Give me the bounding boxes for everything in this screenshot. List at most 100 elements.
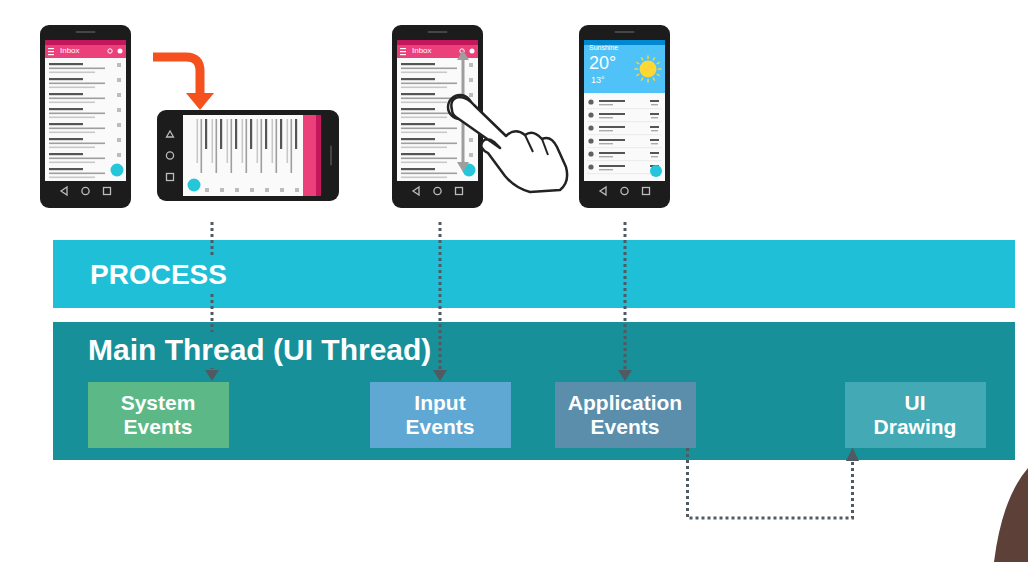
forecast-line [599,156,613,157]
sun-ray [653,57,655,60]
app-bar [45,45,126,58]
list-icon [469,63,473,67]
list-line [401,173,457,175]
list-line [49,123,83,125]
list-line [49,102,95,104]
list-icon [205,188,209,192]
sun-ray [647,79,648,83]
list-line [49,93,83,95]
list-line [401,72,447,74]
touch-ring [448,95,472,119]
list-line [250,119,252,149]
list-icon [117,123,121,127]
divider [587,147,662,149]
process-band: PROCESS [53,240,1015,308]
list-line [401,128,457,130]
phone-speaker [615,31,635,33]
forecast-line [599,143,613,144]
list-icon [469,123,473,127]
list-line [205,119,207,149]
menu-icon [400,48,406,49]
list-line [49,177,95,179]
nav-home [434,187,441,194]
forecast-icon [588,151,593,156]
list-line [49,63,83,65]
app-name: Sunshine [589,44,618,52]
phone-screen [584,40,665,181]
list-line [401,108,435,110]
forecast-temp [650,139,659,141]
sun-ray [641,57,643,60]
list-line [49,147,95,149]
list-line [235,119,237,149]
status-bar [45,40,126,45]
list-line [49,173,105,175]
list-line [49,168,83,170]
nav-back [413,187,419,195]
list-line [401,102,447,104]
band-title: Main Thread (UI Thread) [84,332,435,368]
forecast-temp [651,169,658,170]
list-line [401,98,457,100]
list-line [49,83,105,85]
list-icon [117,108,121,112]
forecast-temp [650,126,659,128]
fab-button [650,165,662,177]
list-line [257,119,259,163]
presenter-shoulder [994,468,1028,562]
sun-ray [635,68,639,69]
phone-speaker [330,146,332,166]
list-icon [117,138,121,142]
menu-icon [400,54,406,55]
box-label: Application Events [568,391,682,439]
phone [579,25,670,208]
nav-home [621,187,628,194]
diagram-stage: PROCESS Main Thread (UI Thread) System Eve… [0,0,1028,460]
divider [587,134,662,136]
status-bar [316,115,321,196]
search-icon [460,49,464,53]
list-line [401,93,435,95]
list-line [401,113,457,115]
list-line [401,123,435,125]
list-icon [265,188,269,192]
forecast-temp [651,130,658,131]
list-line [49,128,105,130]
phone-speaker [76,31,96,33]
forecast-line [599,100,625,102]
list-icon [117,153,121,157]
app-bar-title: Inbox [60,47,80,56]
nav-home [82,187,89,194]
forecast-line [599,139,625,141]
weather-header [584,45,665,93]
status-bar [397,40,478,45]
list-line [401,63,435,65]
nav-recent [456,188,463,195]
forecast-icon [588,112,593,117]
hand-outline [451,97,567,192]
list-line [49,153,83,155]
list-line [49,68,105,70]
list-line [216,119,218,173]
nav-recent [167,174,174,181]
menu-icon [48,51,54,52]
forecast-line [599,130,613,131]
list-line [49,158,105,160]
forecast-temp [651,104,658,105]
list-line [295,119,297,149]
list-line [401,117,447,119]
forecast-icon [588,138,593,143]
box-label: System Events [121,391,196,439]
list-icon [117,78,121,82]
event-box: System Events [88,382,229,448]
divider [587,121,662,123]
box-label: UI Drawing [874,391,957,439]
list-line [261,119,263,173]
drawing-box: UI Drawing [845,382,986,448]
list-line [272,119,274,163]
avatar-icon [118,49,123,54]
sun-ray [636,62,639,64]
list-line [401,87,447,89]
forecast-temp [650,165,659,167]
forecast-line [599,152,625,154]
